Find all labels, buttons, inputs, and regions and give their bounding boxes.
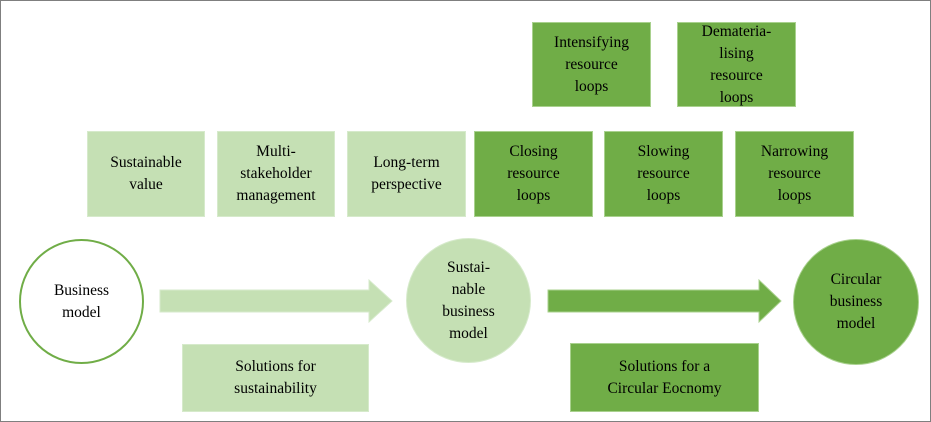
sustainable-value-label: Sustainable value [110,154,182,193]
multi-stakeholder-management-box: Multi- stakeholder management [217,131,335,217]
arrow-to-circular-business-model [547,278,782,324]
dematerialising-resource-loops-box: Demateria- lising resource loops [677,22,796,107]
sustainable-value-box: Sustainable value [87,131,205,217]
sustainable-business-model-circle: Sustai- nable business model [406,238,531,363]
business-model-label: Business model [53,281,110,321]
long-term-perspective-label: Long-term perspective [371,154,442,193]
arrow-to-sustainable-business-model [159,278,393,324]
circular-business-model-circle: Circular business model [793,239,919,365]
closing-resource-loops-label: Closing resource loops [507,143,560,204]
slowing-resource-loops-box: Slowing resource loops [604,131,723,217]
slowing-resource-loops-label: Slowing resource loops [637,143,690,204]
narrowing-resource-loops-label: Narrowing resource loops [760,143,829,204]
intensifying-resource-loops-box: Intensifying resource loops [532,22,651,107]
solutions-for-circular-economy-box: Solutions for a Circular Eocnomy [570,343,759,412]
intensifying-resource-loops-label: Intensifying resource loops [554,33,629,95]
sustainable-business-model-label: Sustai- nable business model [442,258,495,342]
narrowing-resource-loops-box: Narrowing resource loops [735,131,854,217]
business-model-circle: Business model [19,239,144,364]
solutions-for-sustainability-box: Solutions for sustainability [182,344,369,412]
long-term-perspective-box: Long-term perspective [347,131,466,217]
closing-resource-loops-box: Closing resource loops [474,131,593,217]
solutions-for-circular-economy-label: Solutions for a Circular Eocnomy [607,357,722,397]
dematerialising-resource-loops-label: Demateria- lising resource loops [701,22,772,106]
solutions-for-sustainability-label: Solutions for sustainability [234,358,317,397]
multi-stakeholder-management-label: Multi- stakeholder management [236,143,316,204]
circular-business-model-label: Circular business model [829,271,883,332]
